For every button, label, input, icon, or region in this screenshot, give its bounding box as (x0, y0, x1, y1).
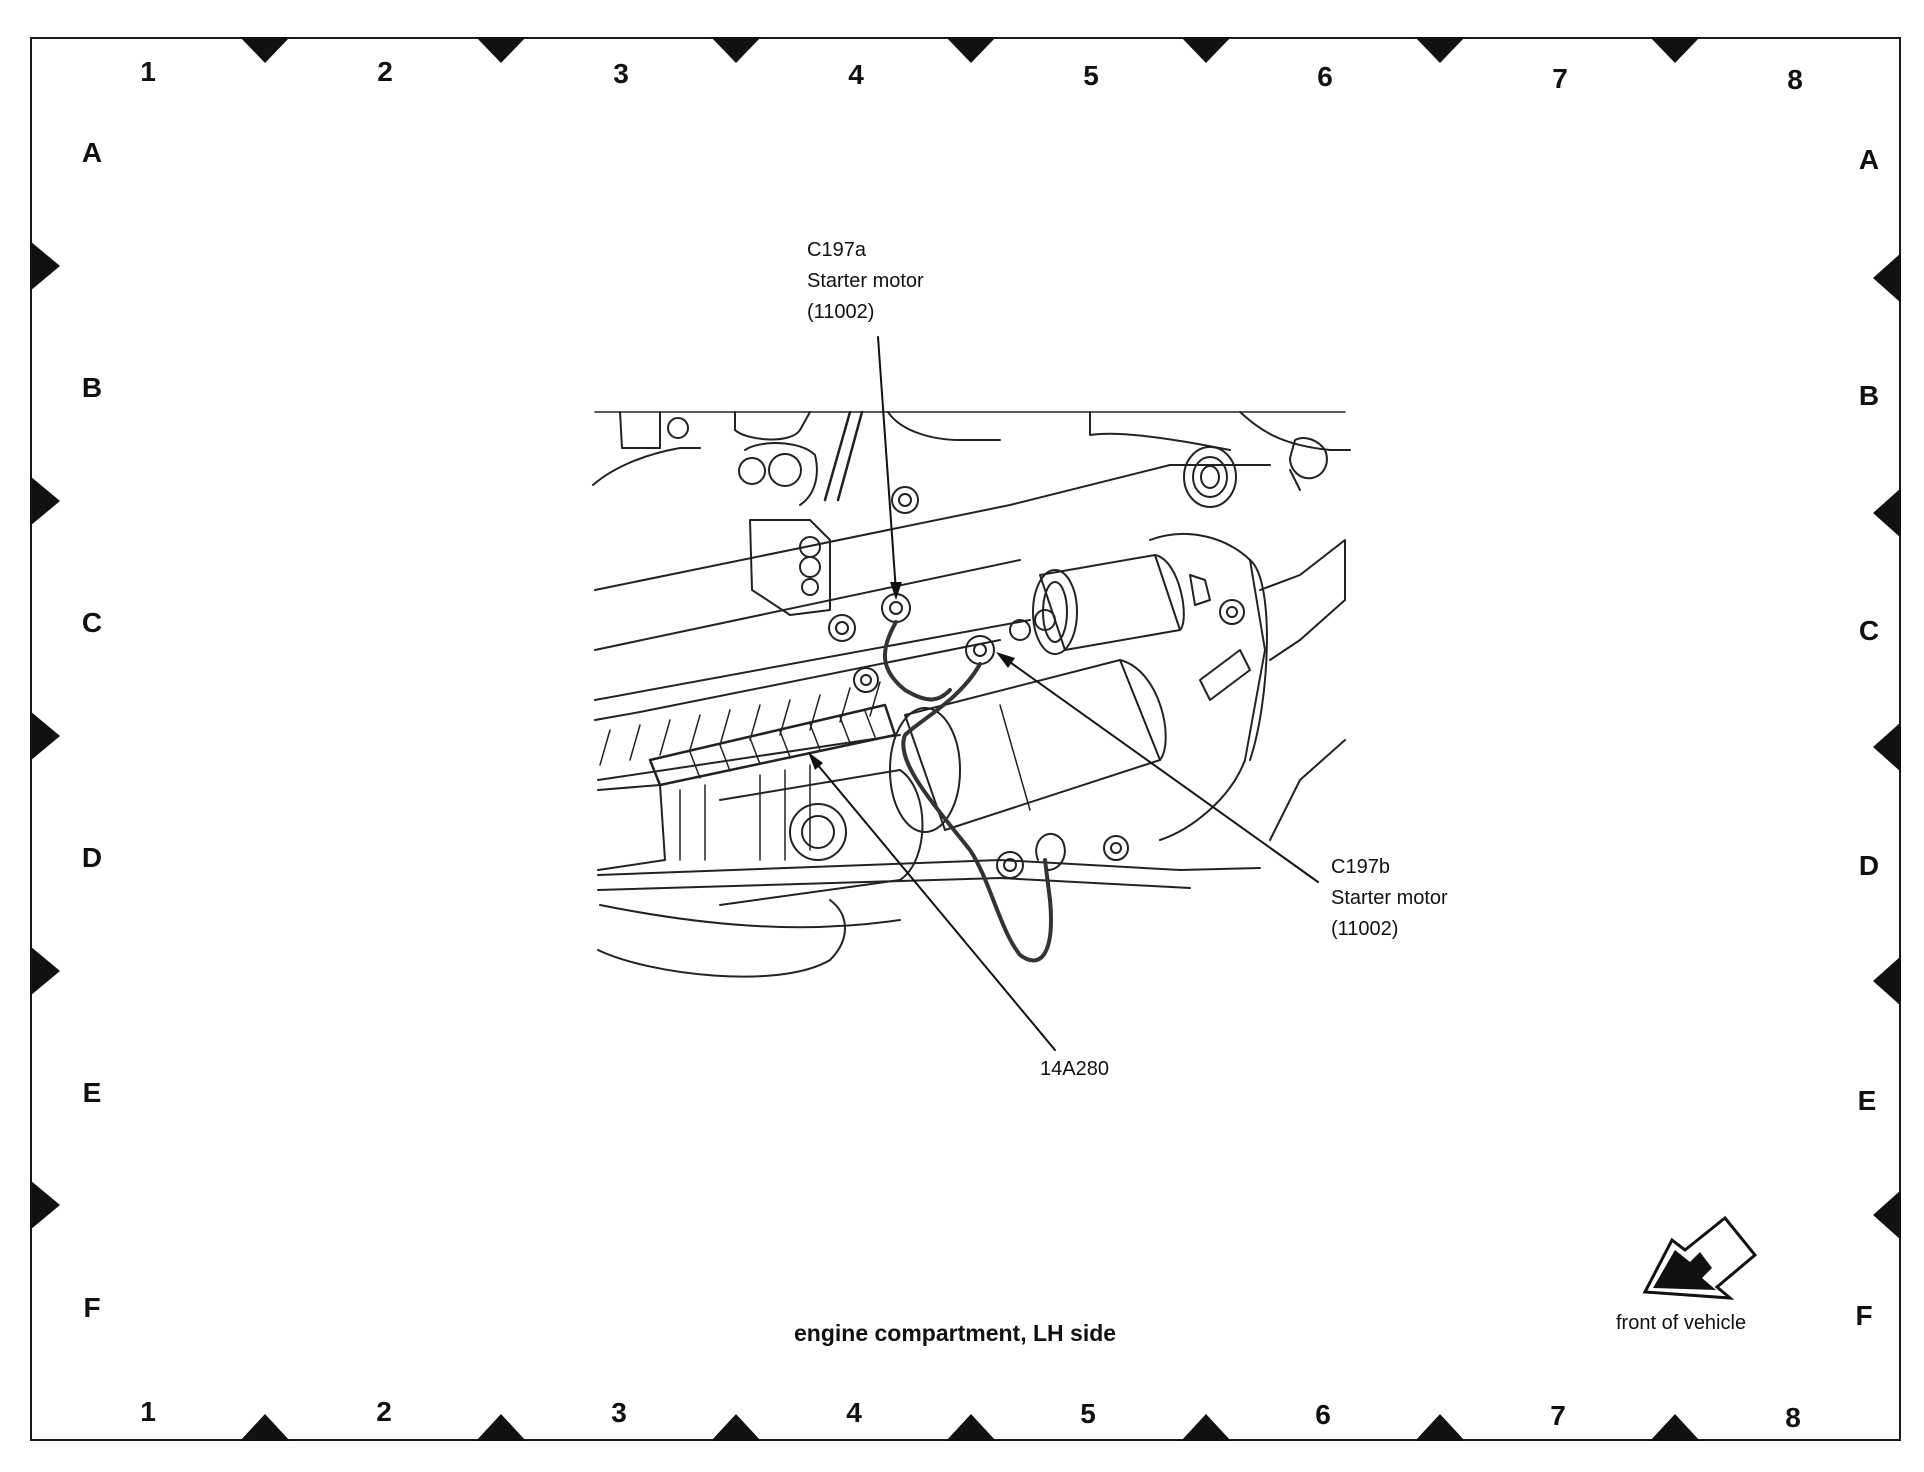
column-label-1: 1 (140, 56, 156, 87)
callout-c197a-id: C197a (807, 239, 866, 261)
zone-marker (1650, 37, 1700, 63)
column-label-7: 7 (1552, 63, 1568, 94)
bottom-zone-markers (240, 1414, 1700, 1441)
row-label-b: B (81, 372, 103, 403)
zone-marker (1873, 488, 1901, 538)
column-label-2-bottom: 2 (376, 1396, 392, 1427)
column-label-8-bottom: 8 (1785, 1402, 1801, 1433)
row-label-c-right: C (1858, 615, 1880, 646)
zone-marker (1873, 722, 1901, 772)
engine-illustration (592, 336, 1351, 1051)
callout-14a280: 14A280 (1040, 1054, 1109, 1085)
harness-leader-line (811, 757, 1056, 1051)
zone-marker (476, 37, 526, 63)
c197a-leader-line (877, 336, 897, 593)
row-label-e-right: E (1857, 1085, 1877, 1116)
left-zone-markers (30, 241, 60, 1230)
zone-marker (476, 1414, 526, 1441)
zone-marker (240, 37, 290, 63)
column-label-4: 4 (848, 59, 864, 90)
column-label-5: 5 (1083, 60, 1099, 91)
zone-marker (946, 1414, 996, 1441)
zone-marker (30, 711, 60, 761)
column-label-2: 2 (377, 56, 393, 87)
zone-marker (30, 241, 60, 291)
column-label-7-bottom: 7 (1550, 1400, 1566, 1431)
zone-marker (30, 946, 60, 996)
zone-marker (946, 37, 996, 63)
top-zone-markers (240, 37, 1700, 63)
harness-arrowhead (808, 752, 823, 770)
c197a-arrowhead (890, 582, 902, 600)
column-label-8: 8 (1787, 64, 1803, 95)
c197b-arrowhead (996, 652, 1015, 668)
callout-c197b: C197b Starter motor (11002) (1331, 852, 1448, 945)
row-label-d: D (81, 842, 103, 873)
right-zone-markers (1873, 253, 1901, 1240)
column-label-4-bottom: 4 (846, 1397, 862, 1428)
c197b-leader-line (999, 654, 1319, 883)
zone-marker (1415, 1414, 1465, 1441)
callout-c197a-code: (11002) (807, 301, 875, 323)
callout-c197b-code: (11002) (1331, 918, 1399, 940)
zone-marker (1415, 37, 1465, 63)
column-label-6-bottom: 6 (1315, 1399, 1331, 1430)
zone-marker (240, 1414, 290, 1441)
row-label-f-right: F (1855, 1300, 1873, 1331)
column-label-5-bottom: 5 (1080, 1398, 1096, 1429)
row-label-f: F (83, 1292, 101, 1323)
zone-marker (711, 37, 761, 63)
zone-marker (1873, 956, 1901, 1006)
zone-marker (1181, 1414, 1231, 1441)
column-label-3-bottom: 3 (611, 1397, 627, 1428)
zone-marker (1181, 37, 1231, 63)
zone-marker (30, 1180, 60, 1230)
zone-marker (1650, 1414, 1700, 1441)
callout-c197b-id: C197b (1331, 856, 1390, 878)
leader-arrowheads (808, 582, 1015, 770)
zone-marker (711, 1414, 761, 1441)
callout-14a280-id: 14A280 (1040, 1058, 1109, 1080)
row-label-d-right: D (1858, 850, 1880, 881)
row-label-e: E (82, 1077, 102, 1108)
zone-marker (1873, 253, 1901, 303)
column-label-6: 6 (1317, 61, 1333, 92)
front-of-vehicle-label: front of vehicle (1616, 1312, 1747, 1334)
zone-marker (1873, 1190, 1901, 1240)
row-label-b-right: B (1858, 380, 1880, 411)
zone-marker (30, 476, 60, 526)
row-label-a-right: A (1858, 144, 1880, 175)
diagram-caption: engine compartment, LH side (794, 1320, 1117, 1346)
front-of-vehicle-arrow-icon (1642, 1215, 1758, 1300)
callout-c197a-name: Starter motor (807, 270, 924, 292)
row-label-a: A (81, 137, 103, 168)
callout-c197a: C197a Starter motor (11002) (807, 235, 924, 328)
column-label-1-bottom: 1 (140, 1396, 156, 1427)
row-label-c: C (81, 607, 103, 638)
callout-c197b-name: Starter motor (1331, 887, 1448, 909)
column-label-3: 3 (613, 58, 629, 89)
